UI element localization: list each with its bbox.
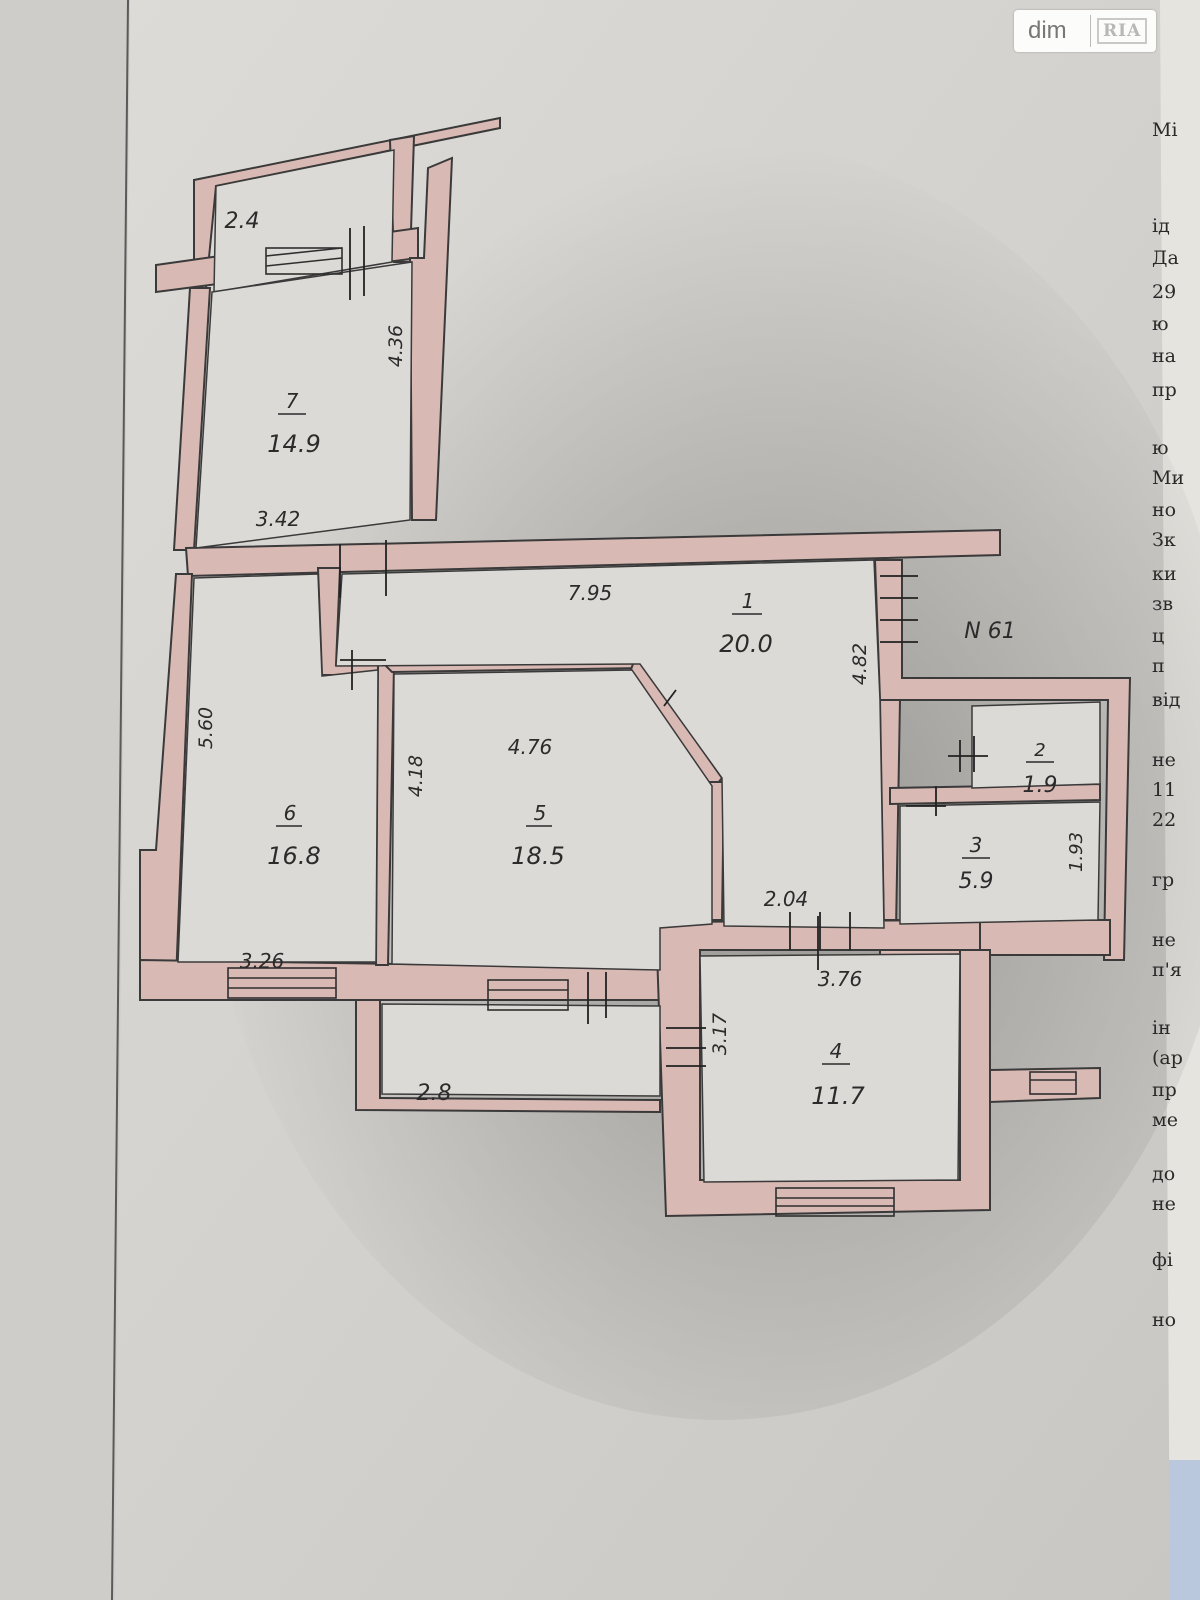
room-interiors xyxy=(177,149,1101,1183)
balcony-top-area xyxy=(213,149,395,293)
side-text-line: п'я xyxy=(1152,959,1182,981)
side-text-line: пр xyxy=(1152,1079,1177,1101)
room-4-number: 4 xyxy=(830,1039,843,1063)
paper-border-line xyxy=(111,0,129,1600)
room-1-area-label: 20.0 xyxy=(719,630,772,658)
room-6-area-label: 16.8 xyxy=(267,842,320,870)
side-text-line: на xyxy=(1152,345,1176,367)
doors xyxy=(339,226,988,1067)
side-text-line: ю xyxy=(1152,313,1169,335)
dimension-4-36: 4.36 xyxy=(385,325,407,367)
room-2-number: 2 xyxy=(1034,740,1045,761)
side-text-line: 11 xyxy=(1152,779,1176,801)
room-labels: 7 14.9 1 20.0 6 16.8 5 18.5 2 1.9 3 5.9 … xyxy=(225,209,1058,1110)
side-text-line: Мі xyxy=(1152,119,1178,141)
side-text-line: пр xyxy=(1152,379,1177,401)
side-text-line: не xyxy=(1152,929,1176,951)
side-text-line: ки xyxy=(1152,563,1177,585)
dimension-labels: 4.36 3.42 7.95 4.82 5.60 4.18 4.76 3.26 … xyxy=(195,325,1087,1055)
room-2-area-label: 1.9 xyxy=(1023,773,1058,798)
side-text-line: ю xyxy=(1152,437,1169,459)
paper-fold xyxy=(0,0,130,1600)
dimension-3-26: 3.26 xyxy=(240,949,285,973)
balcony-top-area-label: 2.4 xyxy=(225,209,260,234)
side-text-line: від xyxy=(1152,689,1180,711)
side-text-line: (ар xyxy=(1152,1047,1183,1069)
dimension-3-42: 3.42 xyxy=(256,507,301,531)
dimension-4-82: 4.82 xyxy=(849,643,871,685)
room-3-number: 3 xyxy=(970,833,983,857)
room-1-area xyxy=(335,559,885,929)
room-5-number: 5 xyxy=(534,801,547,825)
side-text-line: Да xyxy=(1152,247,1179,269)
side-text-line: ін xyxy=(1152,1017,1171,1039)
side-text-line: фі xyxy=(1152,1249,1173,1271)
apartment-number-label: N 61 xyxy=(964,619,1015,644)
dimension-1-93: 1.93 xyxy=(1066,832,1087,872)
side-text-line: 22 xyxy=(1152,809,1176,831)
side-text-line: Ми xyxy=(1152,467,1184,489)
room-3-area-label: 5.9 xyxy=(959,869,994,894)
room-7-area xyxy=(195,261,413,549)
room-6-number: 6 xyxy=(284,801,297,825)
room-4-area-label: 11.7 xyxy=(811,1082,865,1110)
room-7-area-label: 14.9 xyxy=(267,430,320,458)
side-document-text: МіідДа29юнапрюМиноЗккизвцпвідне1122грнеп… xyxy=(1152,119,1184,1331)
balcony-bottom-area-label: 2.8 xyxy=(417,1081,452,1106)
watermark-brand: dim xyxy=(1028,17,1067,44)
side-text-line: не xyxy=(1152,749,1176,771)
side-text-line: ц xyxy=(1152,625,1164,647)
room-1-number: 1 xyxy=(742,589,755,613)
side-text-line: Зк xyxy=(1152,529,1176,551)
dimension-3-17: 3.17 xyxy=(709,1013,731,1055)
dimension-5-60: 5.60 xyxy=(195,707,217,749)
side-text-line: не xyxy=(1152,1193,1176,1215)
dimension-4-76: 4.76 xyxy=(508,735,553,759)
windows xyxy=(227,247,1077,1217)
room-6-area xyxy=(177,573,379,963)
dim-ria-watermark: dim RIA xyxy=(1014,10,1156,52)
room-7-number: 7 xyxy=(286,389,299,413)
side-text-line: но xyxy=(1152,1309,1176,1331)
watermark-badge: RIA xyxy=(1097,18,1148,44)
side-text-line: зв xyxy=(1152,593,1173,615)
side-text-line: до xyxy=(1152,1163,1175,1185)
side-text-line: 29 xyxy=(1152,281,1176,303)
dimension-2-04: 2.04 xyxy=(764,887,809,911)
room-3-area xyxy=(899,801,1101,925)
room-5-area-label: 18.5 xyxy=(511,842,564,870)
dimension-7-95: 7.95 xyxy=(568,581,613,605)
watermark-separator xyxy=(1090,15,1091,47)
room-4-area xyxy=(699,953,961,1183)
side-text-line: но xyxy=(1152,499,1176,521)
side-text-line: ід xyxy=(1152,215,1170,237)
side-text-line: гр xyxy=(1152,869,1174,891)
dimension-4-18: 4.18 xyxy=(405,755,427,797)
dimension-3-76: 3.76 xyxy=(818,967,863,991)
side-text-line: п xyxy=(1152,655,1165,677)
room-5-area xyxy=(391,669,713,971)
room-2-area xyxy=(971,701,1101,789)
side-text-line: ме xyxy=(1152,1109,1178,1131)
